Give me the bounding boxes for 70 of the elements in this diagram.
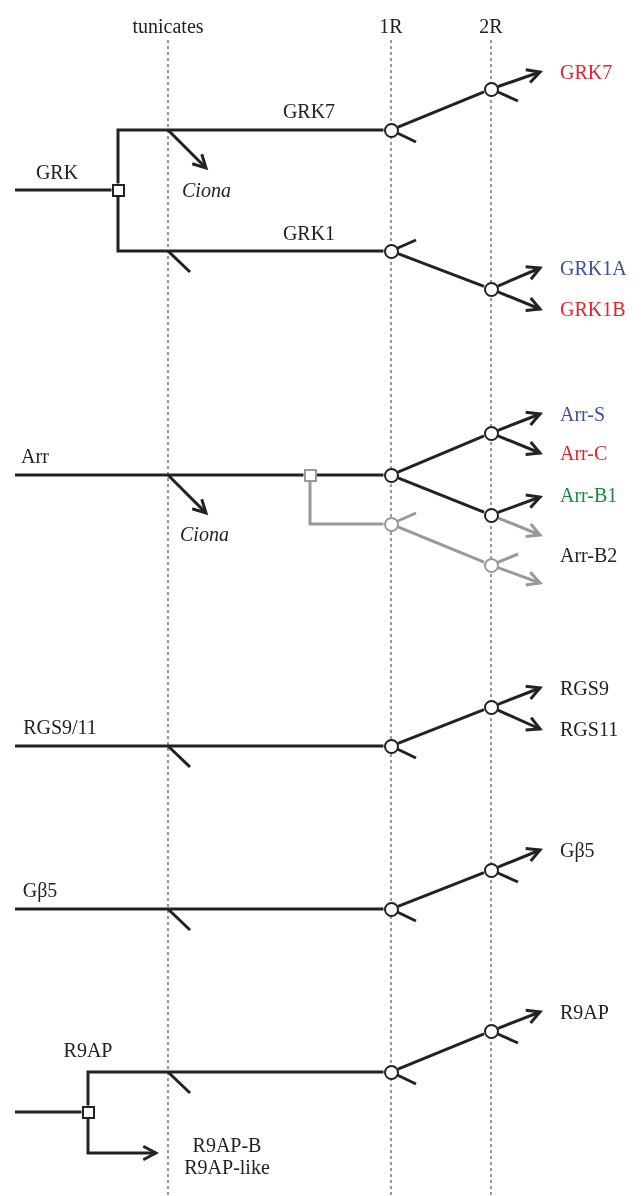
gene-label: Arr-C [560,442,608,464]
duplication-square [303,468,317,482]
arrow [497,847,542,869]
taxon-label: Ciona [182,179,231,201]
gene-label: RGS11 [560,718,619,740]
arrow [166,128,208,170]
branch-line [397,90,485,129]
branch-line [86,1070,384,1106]
duplication-circle [483,281,499,297]
branch-line [397,871,485,908]
arrow [497,566,542,587]
arrow [497,265,542,288]
duplication-circle [483,862,499,878]
branch-line [15,907,384,911]
branch-line [397,252,485,288]
gene-label: R9AP-like [184,1156,270,1178]
arrow [497,1008,542,1030]
column-heading: 2R [479,15,503,37]
duplication-circle [483,557,499,573]
branch-line [15,1110,82,1114]
arrow [497,708,542,732]
column-heading: tunicates [132,15,204,37]
gene-label: R9AP [560,1001,609,1023]
duplication-square [81,1105,95,1119]
gene-label: Arr-B2 [560,544,618,566]
gene-label: Arr-B1 [560,484,618,506]
branch-line [15,744,384,748]
duplication-square [111,183,125,197]
duplication-circle [383,738,399,754]
gene-label: GRK1B [560,298,626,320]
arrow [166,473,208,515]
duplication-circle [383,122,399,138]
arrow [497,684,542,706]
gene-label: Gβ5 [560,839,595,861]
duplication-circle [483,81,499,97]
branch-line [308,481,384,526]
arrow [497,290,542,312]
arrow [497,516,542,538]
duplication-circle [483,507,499,523]
branch-line [116,196,384,253]
branch-line [15,188,112,192]
duplication-circle [383,901,399,917]
edge-label: Gβ5 [20,879,60,901]
arrow [497,434,542,456]
arrow [86,1118,158,1162]
branch-line [397,1032,485,1071]
branch-line [15,473,304,477]
branch-line [397,708,485,745]
branch-line [397,525,485,564]
duplication-circle [383,243,399,259]
branch-line [116,128,384,184]
duplication-circle [383,1064,399,1080]
gene-label: Arr-S [560,403,606,425]
branch-line [316,473,384,477]
duplication-circle [383,467,399,483]
arrow [497,493,542,514]
duplication-circle [383,516,399,532]
gene-label: R9AP-B [191,1134,263,1156]
taxon-label: Ciona [180,523,229,545]
branch-line [397,434,485,474]
column-heading: 1R [379,15,403,37]
gene-label: GRK1A [560,257,627,279]
arrow [497,68,542,88]
gene-label: GRK7 [560,61,613,83]
arrow [497,410,542,432]
gene-label: RGS9 [560,677,609,699]
duplication-circle [483,425,499,441]
duplication-circle [483,699,499,715]
branch-line [397,476,485,514]
duplication-circle [483,1023,499,1039]
